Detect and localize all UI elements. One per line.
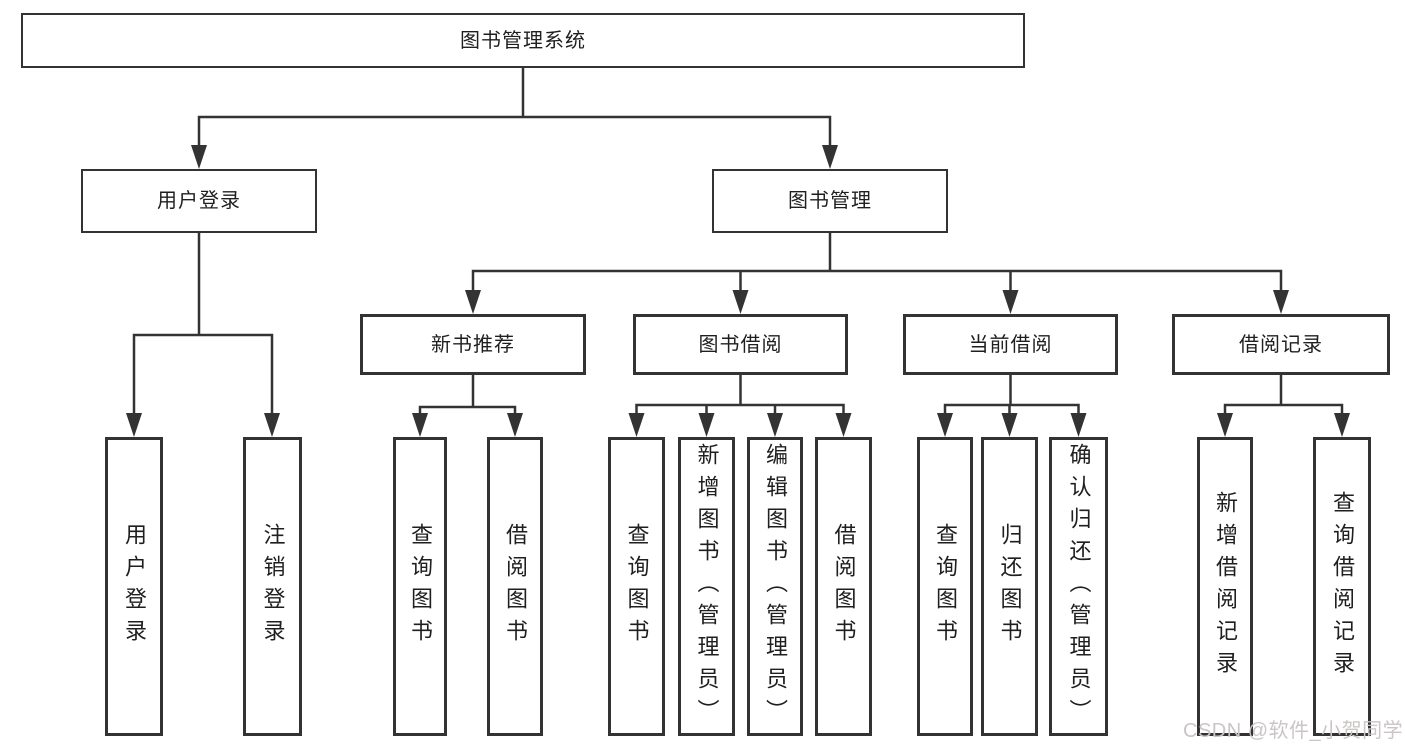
node-current-borrowing: 当前借阅 bbox=[903, 314, 1118, 375]
leaf-add-books-admin: 新增图书（管理员） bbox=[678, 437, 735, 736]
arrowheads bbox=[126, 145, 1350, 437]
node-new-book-recommend: 新书推荐 bbox=[360, 314, 586, 375]
leaf-query-books-borrowing: 查询图书 bbox=[608, 437, 665, 736]
node-book-borrowing: 图书借阅 bbox=[633, 314, 848, 375]
leaf-user-login: 用户登录 bbox=[105, 437, 163, 736]
leaf-logout: 注销登录 bbox=[243, 437, 302, 736]
leaf-query-books-current: 查询图书 bbox=[917, 437, 973, 736]
leaf-return-books: 归还图书 bbox=[981, 437, 1038, 736]
node-borrow-records: 借阅记录 bbox=[1172, 314, 1390, 375]
node-book-management: 图书管理 bbox=[712, 169, 948, 233]
leaf-confirm-return-admin: 确认归还（管理员） bbox=[1049, 437, 1108, 736]
node-root: 图书管理系统 bbox=[21, 13, 1025, 68]
leaf-query-books-recommend: 查询图书 bbox=[393, 437, 447, 736]
leaf-borrow-books-recommend: 借阅图书 bbox=[487, 437, 543, 736]
watermark-text: CSDN @软件_小贺同学 bbox=[1183, 720, 1404, 742]
leaf-query-borrow-record: 查询借阅记录 bbox=[1313, 437, 1371, 736]
leaf-edit-books-admin: 编辑图书（管理员） bbox=[747, 437, 803, 736]
leaf-borrow-books-borrowing: 借阅图书 bbox=[815, 437, 872, 736]
connector-path bbox=[132, 66, 1344, 417]
node-user-login: 用户登录 bbox=[81, 169, 317, 233]
leaf-add-borrow-record: 新增借阅记录 bbox=[1197, 437, 1253, 736]
